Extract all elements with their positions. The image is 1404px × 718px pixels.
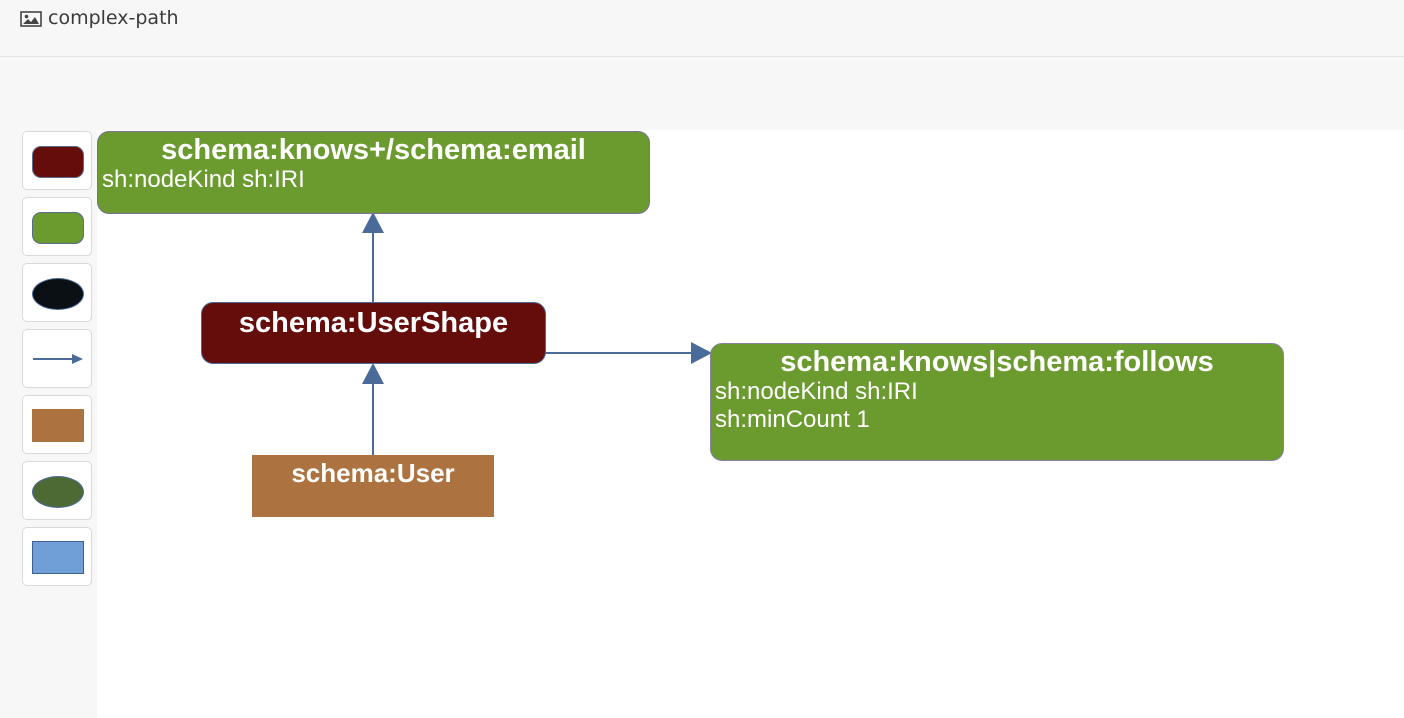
node-email-path[interactable]: schema:knows+/schema:email sh:nodeKind s… <box>97 131 650 214</box>
palette-class-node[interactable] <box>22 395 92 454</box>
node-knows-follows[interactable]: schema:knows|schema:follows sh:nodeKind … <box>710 343 1284 461</box>
node-title: schema:UserShape <box>238 307 509 339</box>
edge-arrowhead <box>362 212 384 233</box>
node-constraint: sh:minCount 1 <box>715 406 870 433</box>
arrow-icon <box>33 354 83 364</box>
header-bar: complex-path <box>0 0 1404 57</box>
palette-ellipse-dark[interactable] <box>22 263 92 322</box>
palette-shape-node[interactable] <box>22 131 92 190</box>
property-node-swatch <box>32 212 84 244</box>
class-node-swatch <box>32 409 84 442</box>
ellipse-green-swatch <box>32 476 84 508</box>
edge-usershape-to-knows-follows[interactable] <box>545 342 712 364</box>
edge-arrowhead <box>362 363 384 384</box>
node-user-class[interactable]: schema:User <box>252 455 494 517</box>
palette-edge-arrow[interactable] <box>22 329 92 388</box>
image-icon <box>20 11 42 27</box>
palette-rect-blue[interactable] <box>22 527 92 586</box>
node-user-shape[interactable]: schema:UserShape <box>201 302 546 364</box>
node-title: schema:knows|schema:follows <box>780 346 1214 378</box>
page-title: complex-path <box>48 7 179 29</box>
rect-blue-swatch <box>32 541 84 574</box>
ellipse-dark-swatch <box>32 278 84 310</box>
edge-usershape-to-email[interactable] <box>362 212 384 302</box>
edge-arrowhead <box>691 342 712 364</box>
palette-ellipse-green[interactable] <box>22 461 92 520</box>
shape-node-swatch <box>32 146 84 178</box>
node-title: schema:User <box>291 458 455 488</box>
node-constraint: sh:nodeKind sh:IRI <box>102 166 305 193</box>
node-title: schema:knows+/schema:email <box>161 134 586 166</box>
palette-property-node[interactable] <box>22 197 92 256</box>
node-constraint: sh:nodeKind sh:IRI <box>715 378 918 405</box>
edge-user-to-usershape[interactable] <box>362 363 384 456</box>
